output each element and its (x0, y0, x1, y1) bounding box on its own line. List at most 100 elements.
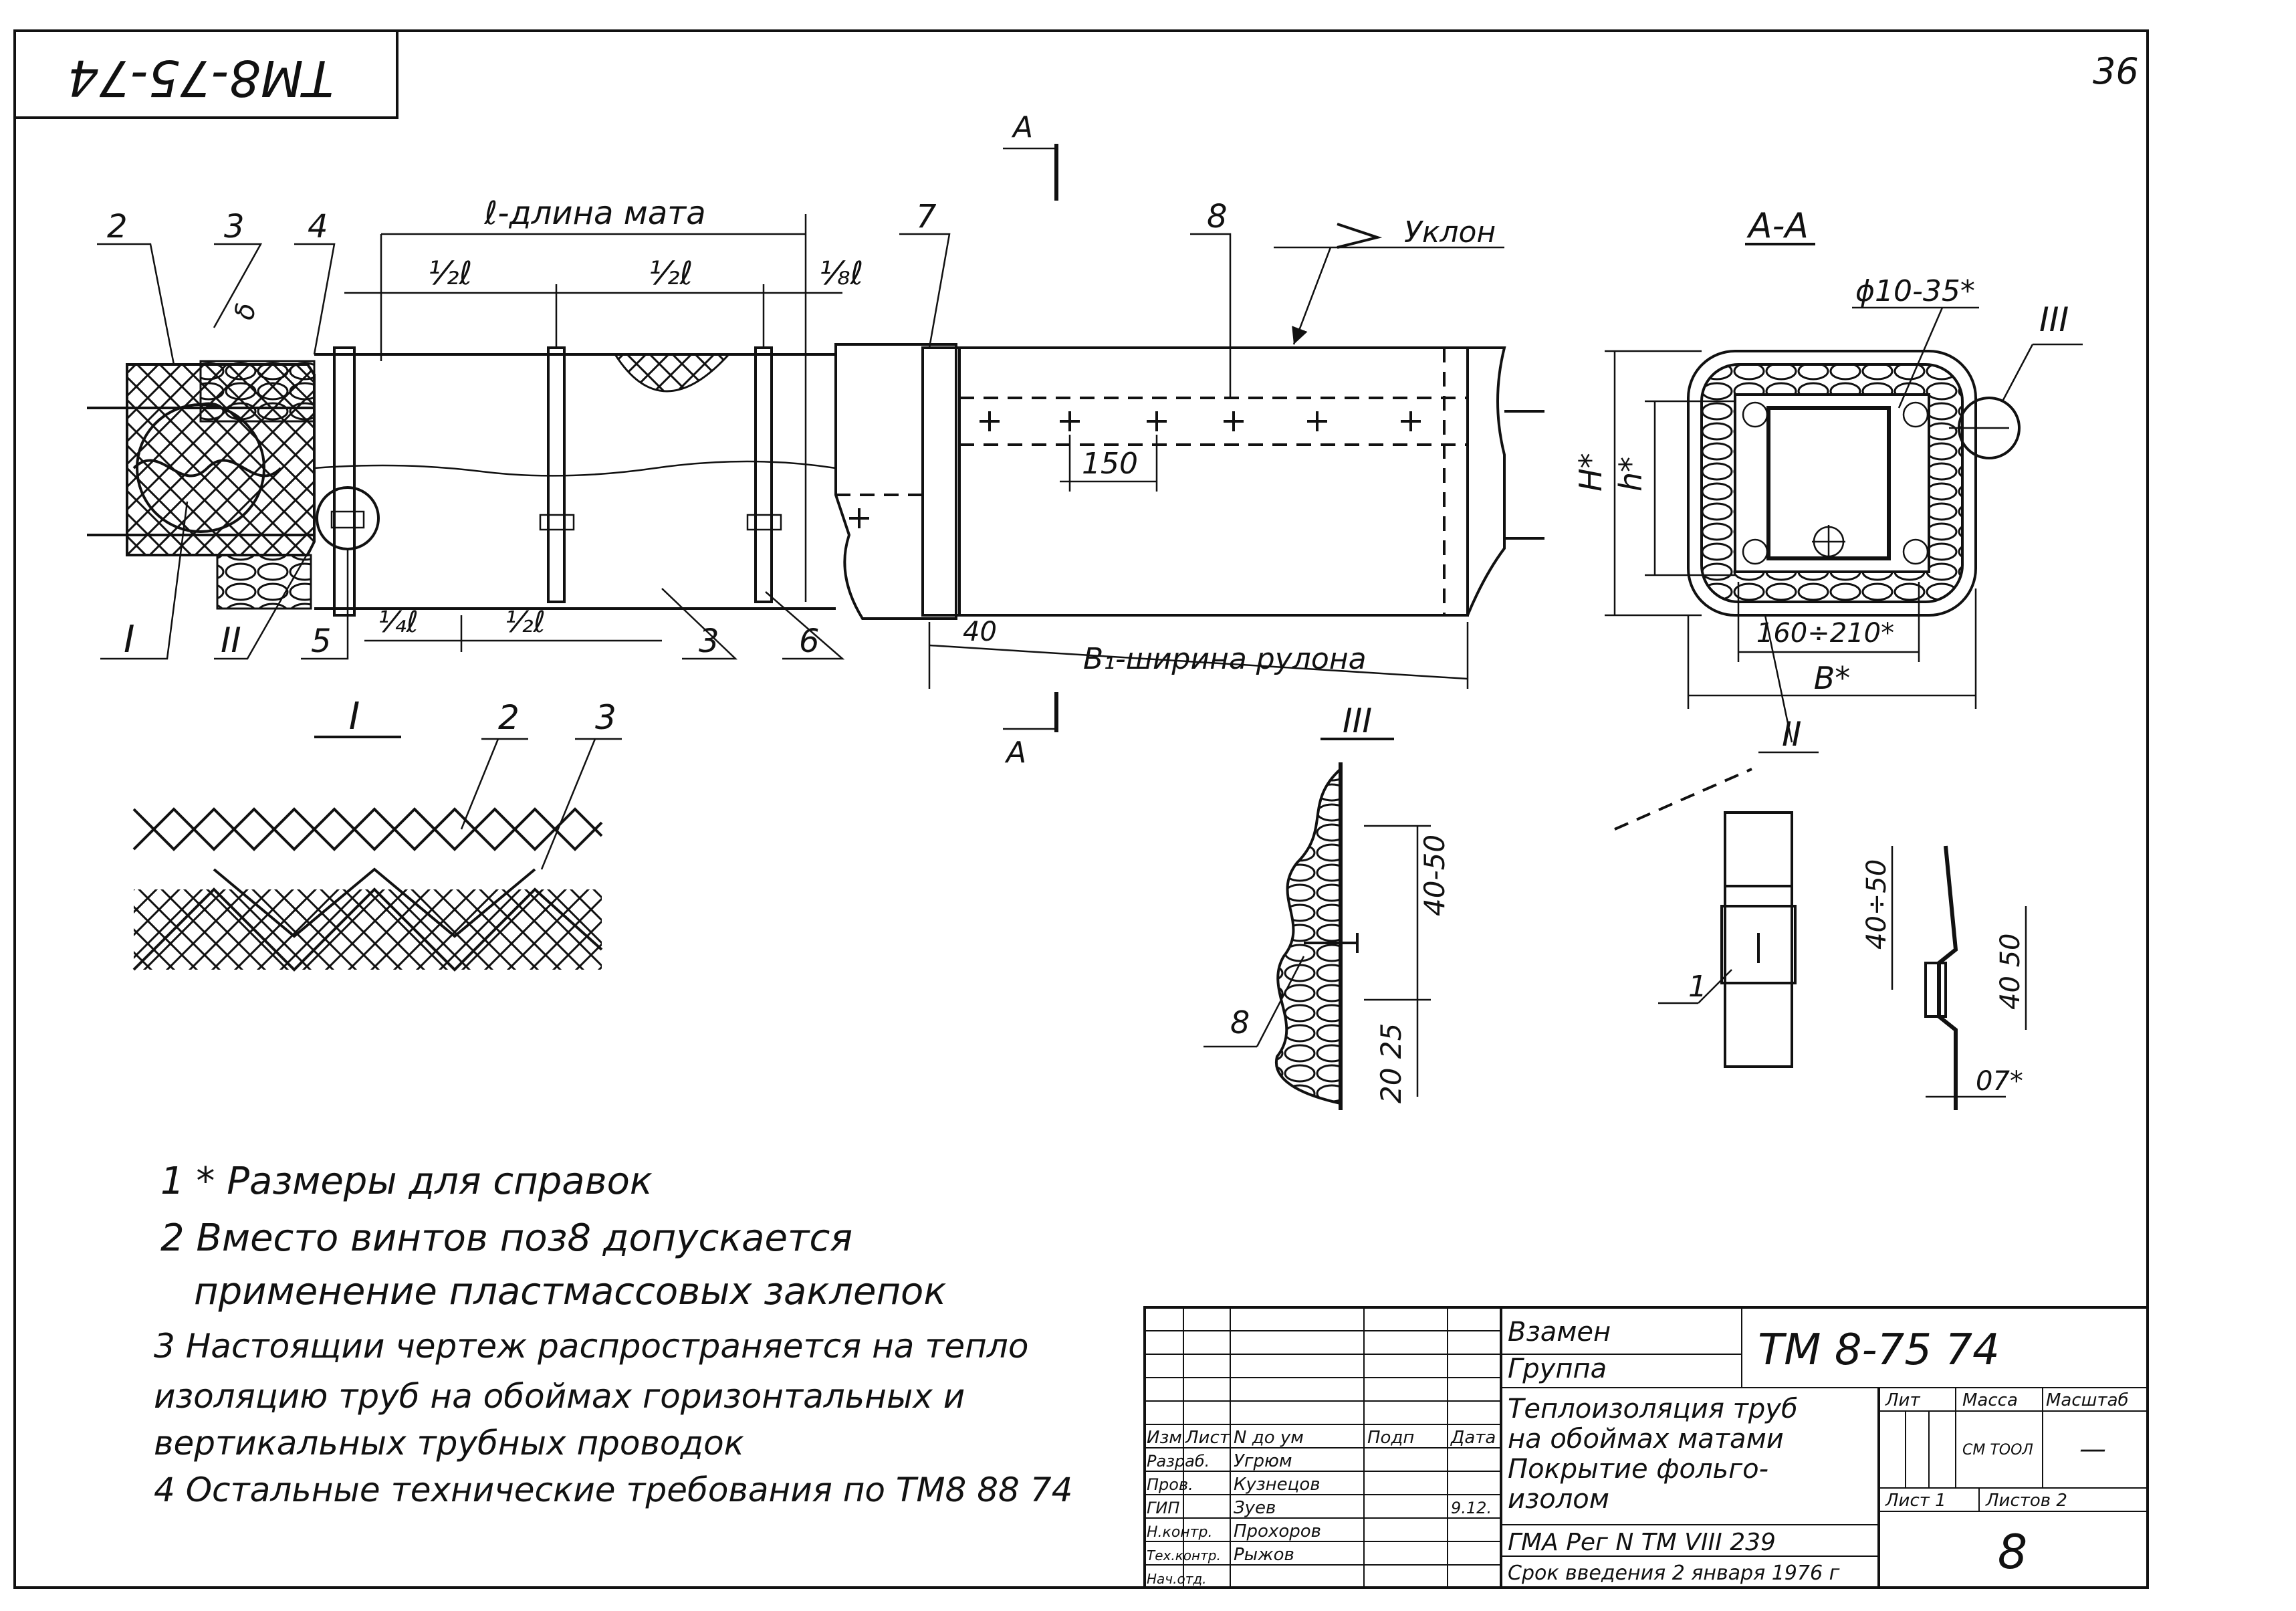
main-view: ℓ-длина мата ½ℓ ½ℓ ⅛ℓ ¼ℓ ½ℓ 150 40 B₁-ши… (87, 110, 1544, 770)
tb-title-4: изолом (1508, 1484, 1609, 1515)
tb-col-mass: Масса (1962, 1390, 2018, 1410)
dim-mat-length-label: ℓ-длина мата (483, 195, 705, 232)
mat-seam (314, 460, 836, 477)
section-aa: А-А H* h* 160÷210* B* ϕ10-35* III (1573, 206, 2083, 831)
note-3b: изоляцию труб на обоймах горизонтальных … (154, 1377, 965, 1416)
mesh-wave-2 (132, 807, 603, 851)
screw-marks (849, 411, 1421, 528)
dim-width-range-label: 160÷210* (1756, 618, 1894, 649)
dim-half-3: ½ℓ (505, 605, 546, 639)
wool-top (199, 360, 316, 423)
note-1: 1 * Размеры для справок (160, 1160, 653, 1203)
notes: 1 * Размеры для справок 2 Вместо винтов … (154, 1160, 1072, 1509)
tb-intro: Срок введения 2 января 1976 г (1508, 1562, 1840, 1585)
detail-II-mark: II (1782, 715, 1802, 754)
code-box (13, 29, 398, 119)
detail-II-dim2: 40 50 (1995, 933, 2026, 1010)
thickness-mark: δ (229, 301, 263, 322)
band-2 (547, 346, 566, 603)
detail-II: 1 40÷50 40 50 07* (1658, 811, 2027, 1110)
tb-doc-code: ТМ 8-75 74 (1758, 1325, 2000, 1375)
note-2b: применение пластмассовых заклепок (194, 1270, 946, 1313)
clip-3 (746, 514, 782, 531)
tb-name-3: Прохоров (1234, 1521, 1321, 1541)
callout-2: 2 (107, 208, 128, 245)
rod-3 (1742, 538, 1768, 565)
pipe-circle (136, 403, 265, 533)
detail-II-dim1: 40÷50 (1861, 859, 1892, 950)
tb-scale-value: — (2079, 1434, 2106, 1465)
section-mark-bottom: А (1004, 736, 1026, 770)
tb-replaces: Взамен (1508, 1317, 1611, 1348)
callout-3b: 3 (699, 623, 719, 660)
tb-name-2: Зуев (1234, 1498, 1276, 1518)
tb-title-1: Теплоизоляция труб (1508, 1394, 1798, 1424)
mesh-wave-1 (132, 807, 603, 851)
code-top: ТМ8-75-74 (68, 49, 334, 106)
detail-I: I 2 3 (132, 695, 622, 972)
tb-name-4: Рыжов (1234, 1545, 1294, 1565)
tb-title-2: на обоймах матами (1508, 1424, 1784, 1455)
detail-I-label-3: 3 (595, 698, 616, 737)
title-block: Изм Лист N до ум Подп Дата Разраб. Угрюм… (1143, 1306, 2149, 1589)
detail-I-label-2: 2 (498, 698, 520, 737)
detail-II-clip (1720, 905, 1797, 984)
dim-half-1: ½ℓ (428, 255, 472, 292)
detail-III-dim1: 40-50 (1418, 835, 1451, 916)
tb-role-5: Нач.отд. (1147, 1571, 1207, 1587)
tb-role-3: Н.контр. (1147, 1524, 1212, 1541)
tb-sheet-no: 8 (1998, 1525, 2028, 1580)
cutaway (613, 353, 731, 393)
dim-half-2: ½ℓ (649, 255, 693, 292)
tb-head-list: Лист (1185, 1428, 1230, 1448)
callout-6: 6 (799, 623, 820, 660)
callout-8: 8 (1207, 198, 1228, 235)
note-3c: вертикальных трубных проводок (154, 1424, 744, 1463)
tb-role-1: Пров. (1147, 1475, 1193, 1494)
tb-head-izm: Изм (1147, 1428, 1182, 1448)
callout-3: 3 (224, 208, 245, 245)
detail-I-title: I (349, 695, 360, 738)
band-7 (921, 346, 961, 617)
detail-III-dim2: 20 25 (1375, 1023, 1407, 1103)
tb-col-scale: Масштаб (2046, 1390, 2129, 1410)
dim-quarter: ¼ℓ (378, 605, 419, 639)
detail-III-wool (1274, 766, 1342, 1105)
detail-mark-I: I (124, 618, 135, 661)
tb-role-0: Разраб. (1147, 1452, 1210, 1471)
foil-roll (958, 346, 1469, 617)
tb-role-4: Тех.контр. (1147, 1547, 1221, 1564)
tb-sheets: Листов 2 (1985, 1491, 2067, 1511)
tb-name-1: Кузнецов (1234, 1475, 1321, 1495)
dim-eighth: ⅛ℓ (819, 255, 863, 292)
outer-cover (1687, 350, 1977, 617)
dim-roll-width (929, 644, 1468, 680)
dim-H-label: H* (1573, 453, 1609, 492)
detail-II-profile (1937, 845, 1958, 1110)
tb-head-sign: Подп (1367, 1428, 1414, 1448)
detail-circle-II (316, 486, 380, 550)
slope-label: Уклон (1404, 215, 1496, 249)
detail-II-band (1724, 811, 1793, 1068)
detail-II-dim3: 07* (1976, 1066, 2023, 1097)
detail-II-hook (1924, 962, 1947, 1018)
detail-III: III 40-50 20 25 8 (1203, 702, 1451, 1110)
section-mark-top: А (1011, 110, 1033, 144)
detail-II-dash (1614, 768, 1752, 831)
note-3: 3 Настоящии чертеж распространяется на т… (154, 1327, 1028, 1366)
wool-bottom (216, 554, 312, 610)
foil-end (834, 343, 957, 620)
tb-col-lit: Лит (1885, 1390, 1920, 1410)
rod-1 (1742, 401, 1768, 428)
dim-B-label: B* (1814, 660, 1851, 696)
dim-h-label: h* (1613, 457, 1649, 492)
sheet-border (13, 29, 2149, 1589)
callout-7: 7 (916, 198, 937, 235)
tb-date: 9.12. (1451, 1499, 1492, 1517)
dim-edge: 40 (963, 617, 997, 647)
tb-sheet: Лист 1 (1885, 1491, 1946, 1511)
tb-mass-value: СМ ТООЛ (1962, 1442, 2033, 1459)
rod-4 (1902, 538, 1929, 565)
leader-lines (97, 233, 1232, 660)
